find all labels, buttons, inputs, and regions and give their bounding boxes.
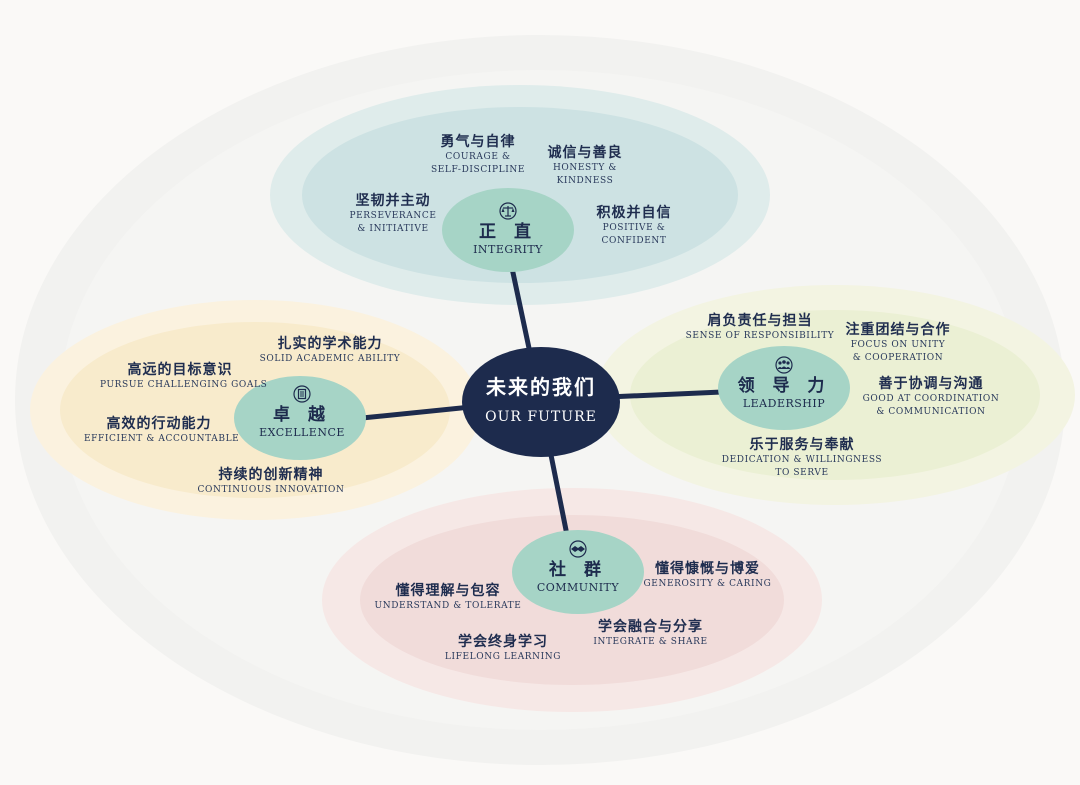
efficient-zh: 高效的行动能力 <box>106 416 212 432</box>
excellence-title-zh: 卓 越 <box>273 405 331 425</box>
integrity-courage-label: 勇气与自律 COURAGE & SELF-DISCIPLINE <box>418 134 538 177</box>
community-title-zh: 社 群 <box>549 560 607 580</box>
center-node <box>462 347 620 457</box>
coordination-en-line1: GOOD AT COORDINATION <box>862 394 1000 404</box>
honesty-zh: 诚信与善良 <box>547 145 623 161</box>
academic-en-line1: SOLID ACADEMIC ABILITY <box>259 354 401 364</box>
community-lifelong-label: 学会终身学习 LIFELONG LEARNING <box>443 634 563 664</box>
integrity-perseverance-label: 坚韧并主动 PERSEVERANCE & INITIATIVE <box>333 193 453 236</box>
leadership-hub-label: 领 导 力 LEADERSHIP <box>724 356 844 411</box>
dedication-en-line1: DEDICATION & WILLINGNESS <box>721 455 883 465</box>
responsibility-en-line1: SENSE OF RESPONSIBILITY <box>685 331 835 341</box>
leadership-unity-label: 注重团结与合作 FOCUS ON UNITY & COOPERATION <box>833 322 963 365</box>
understand-en-line1: UNDERSTAND & TOLERATE <box>374 601 522 611</box>
integrity-positive-label: 积极并自信 POSITIVE & CONFIDENT <box>574 205 694 248</box>
dedication-en-line2: TO SERVE <box>775 468 829 478</box>
positive-en-line2: CONFIDENT <box>601 236 667 246</box>
leadership-title-en: LEADERSHIP <box>742 397 826 410</box>
courage-en-line1: COURAGE & <box>445 152 511 162</box>
goals-en-line1: PURSUE CHALLENGING GOALS <box>100 380 268 390</box>
people-group-icon <box>775 356 793 374</box>
positive-zh: 积极并自信 <box>596 205 672 221</box>
leadership-coordination-label: 善于协调与沟通 GOOD AT COORDINATION & COMMUNICA… <box>856 376 1006 419</box>
coordination-zh: 善于协调与沟通 <box>878 376 984 392</box>
handshake-icon <box>569 540 587 558</box>
community-hub-circle <box>512 530 644 614</box>
community-understand-label: 懂得理解与包容 UNDERSTAND & TOLERATE <box>374 583 522 613</box>
honesty-en-line2: KINDNESS <box>556 176 614 186</box>
excellence-hub-circle <box>234 376 366 460</box>
innovation-en-line1: CONTINUOUS INNOVATION <box>197 485 345 495</box>
excellence-goals-label: 高远的目标意识 PURSUE CHALLENGING GOALS <box>100 362 268 392</box>
perseverance-en-line1: PERSEVERANCE <box>349 211 437 221</box>
scales-icon <box>499 202 517 220</box>
generosity-zh: 懂得慷慨与博爱 <box>655 561 760 577</box>
excellence-efficient-label: 高效的行动能力 EFFICIENT & ACCOUNTABLE <box>84 416 240 446</box>
integrity-honesty-label: 诚信与善良 HONESTY & KINDNESS <box>525 145 645 188</box>
excellence-innovation-label: 持续的创新精神 CONTINUOUS INNOVATION <box>196 467 346 497</box>
academic-zh: 扎实的学术能力 <box>277 336 383 352</box>
excellence-academic-label: 扎实的学术能力 SOLID ACADEMIC ABILITY <box>255 336 405 366</box>
integrity-hub-label: 正 直 INTEGRITY <box>448 202 568 257</box>
leadership-dedication-label: 乐于服务与奉献 DEDICATION & WILLINGNESS TO SERV… <box>712 437 892 480</box>
innovation-zh: 持续的创新精神 <box>218 467 324 483</box>
courage-en-line2: SELF-DISCIPLINE <box>430 165 525 175</box>
excellence-title-en: EXCELLENCE <box>259 426 345 439</box>
integrity-hub-circle <box>442 188 574 272</box>
integrate-zh: 学会融合与分享 <box>598 619 703 635</box>
honesty-en-line1: HONESTY & <box>552 163 618 173</box>
perseverance-zh: 坚韧并主动 <box>355 193 431 209</box>
unity-en-line1: FOCUS ON UNITY <box>850 340 946 350</box>
dedication-zh: 乐于服务与奉献 <box>749 437 855 453</box>
efficient-en-line1: EFFICIENT & ACCOUNTABLE <box>84 434 240 444</box>
leadership-title-zh: 领 导 力 <box>737 376 831 396</box>
responsibility-zh: 肩负责任与担当 <box>707 313 813 329</box>
goals-zh: 高远的目标意识 <box>127 362 233 378</box>
center-title-zh: 未来的我们 <box>486 375 596 399</box>
book-icon <box>293 385 311 403</box>
generosity-en-line1: GENEROSITY & CARING <box>643 579 772 589</box>
center-title-en: OUR FUTURE <box>485 409 597 425</box>
center-label: 未来的我们 OUR FUTURE <box>462 348 620 428</box>
positive-en-line1: POSITIVE & <box>602 223 666 233</box>
community-generosity-label: 懂得慷慨与博爱 GENEROSITY & CARING <box>640 561 775 591</box>
integrate-en-line1: INTEGRATE & SHARE <box>593 637 708 647</box>
coordination-en-line2: & COMMUNICATION <box>876 407 986 417</box>
leadership-hub-circle <box>718 346 850 430</box>
unity-zh: 注重团结与合作 <box>845 322 951 338</box>
courage-zh: 勇气与自律 <box>440 134 516 150</box>
leadership-responsibility-label: 肩负责任与担当 SENSE OF RESPONSIBILITY <box>680 313 840 343</box>
lifelong-en-line1: LIFELONG LEARNING <box>444 652 562 662</box>
community-title-en: COMMUNITY <box>536 581 620 594</box>
integrity-title-en: INTEGRITY <box>473 243 543 256</box>
excellence-hub-label: 卓 越 EXCELLENCE <box>242 385 362 440</box>
perseverance-en-line2: & INITIATIVE <box>357 224 429 234</box>
lifelong-zh: 学会终身学习 <box>458 634 548 650</box>
understand-zh: 懂得理解与包容 <box>395 583 501 599</box>
integrity-title-zh: 正 直 <box>479 222 537 242</box>
community-hub-label: 社 群 COMMUNITY <box>518 540 638 595</box>
unity-en-line2: & COOPERATION <box>852 353 944 363</box>
community-integrate-label: 学会融合与分享 INTEGRATE & SHARE <box>588 619 713 649</box>
